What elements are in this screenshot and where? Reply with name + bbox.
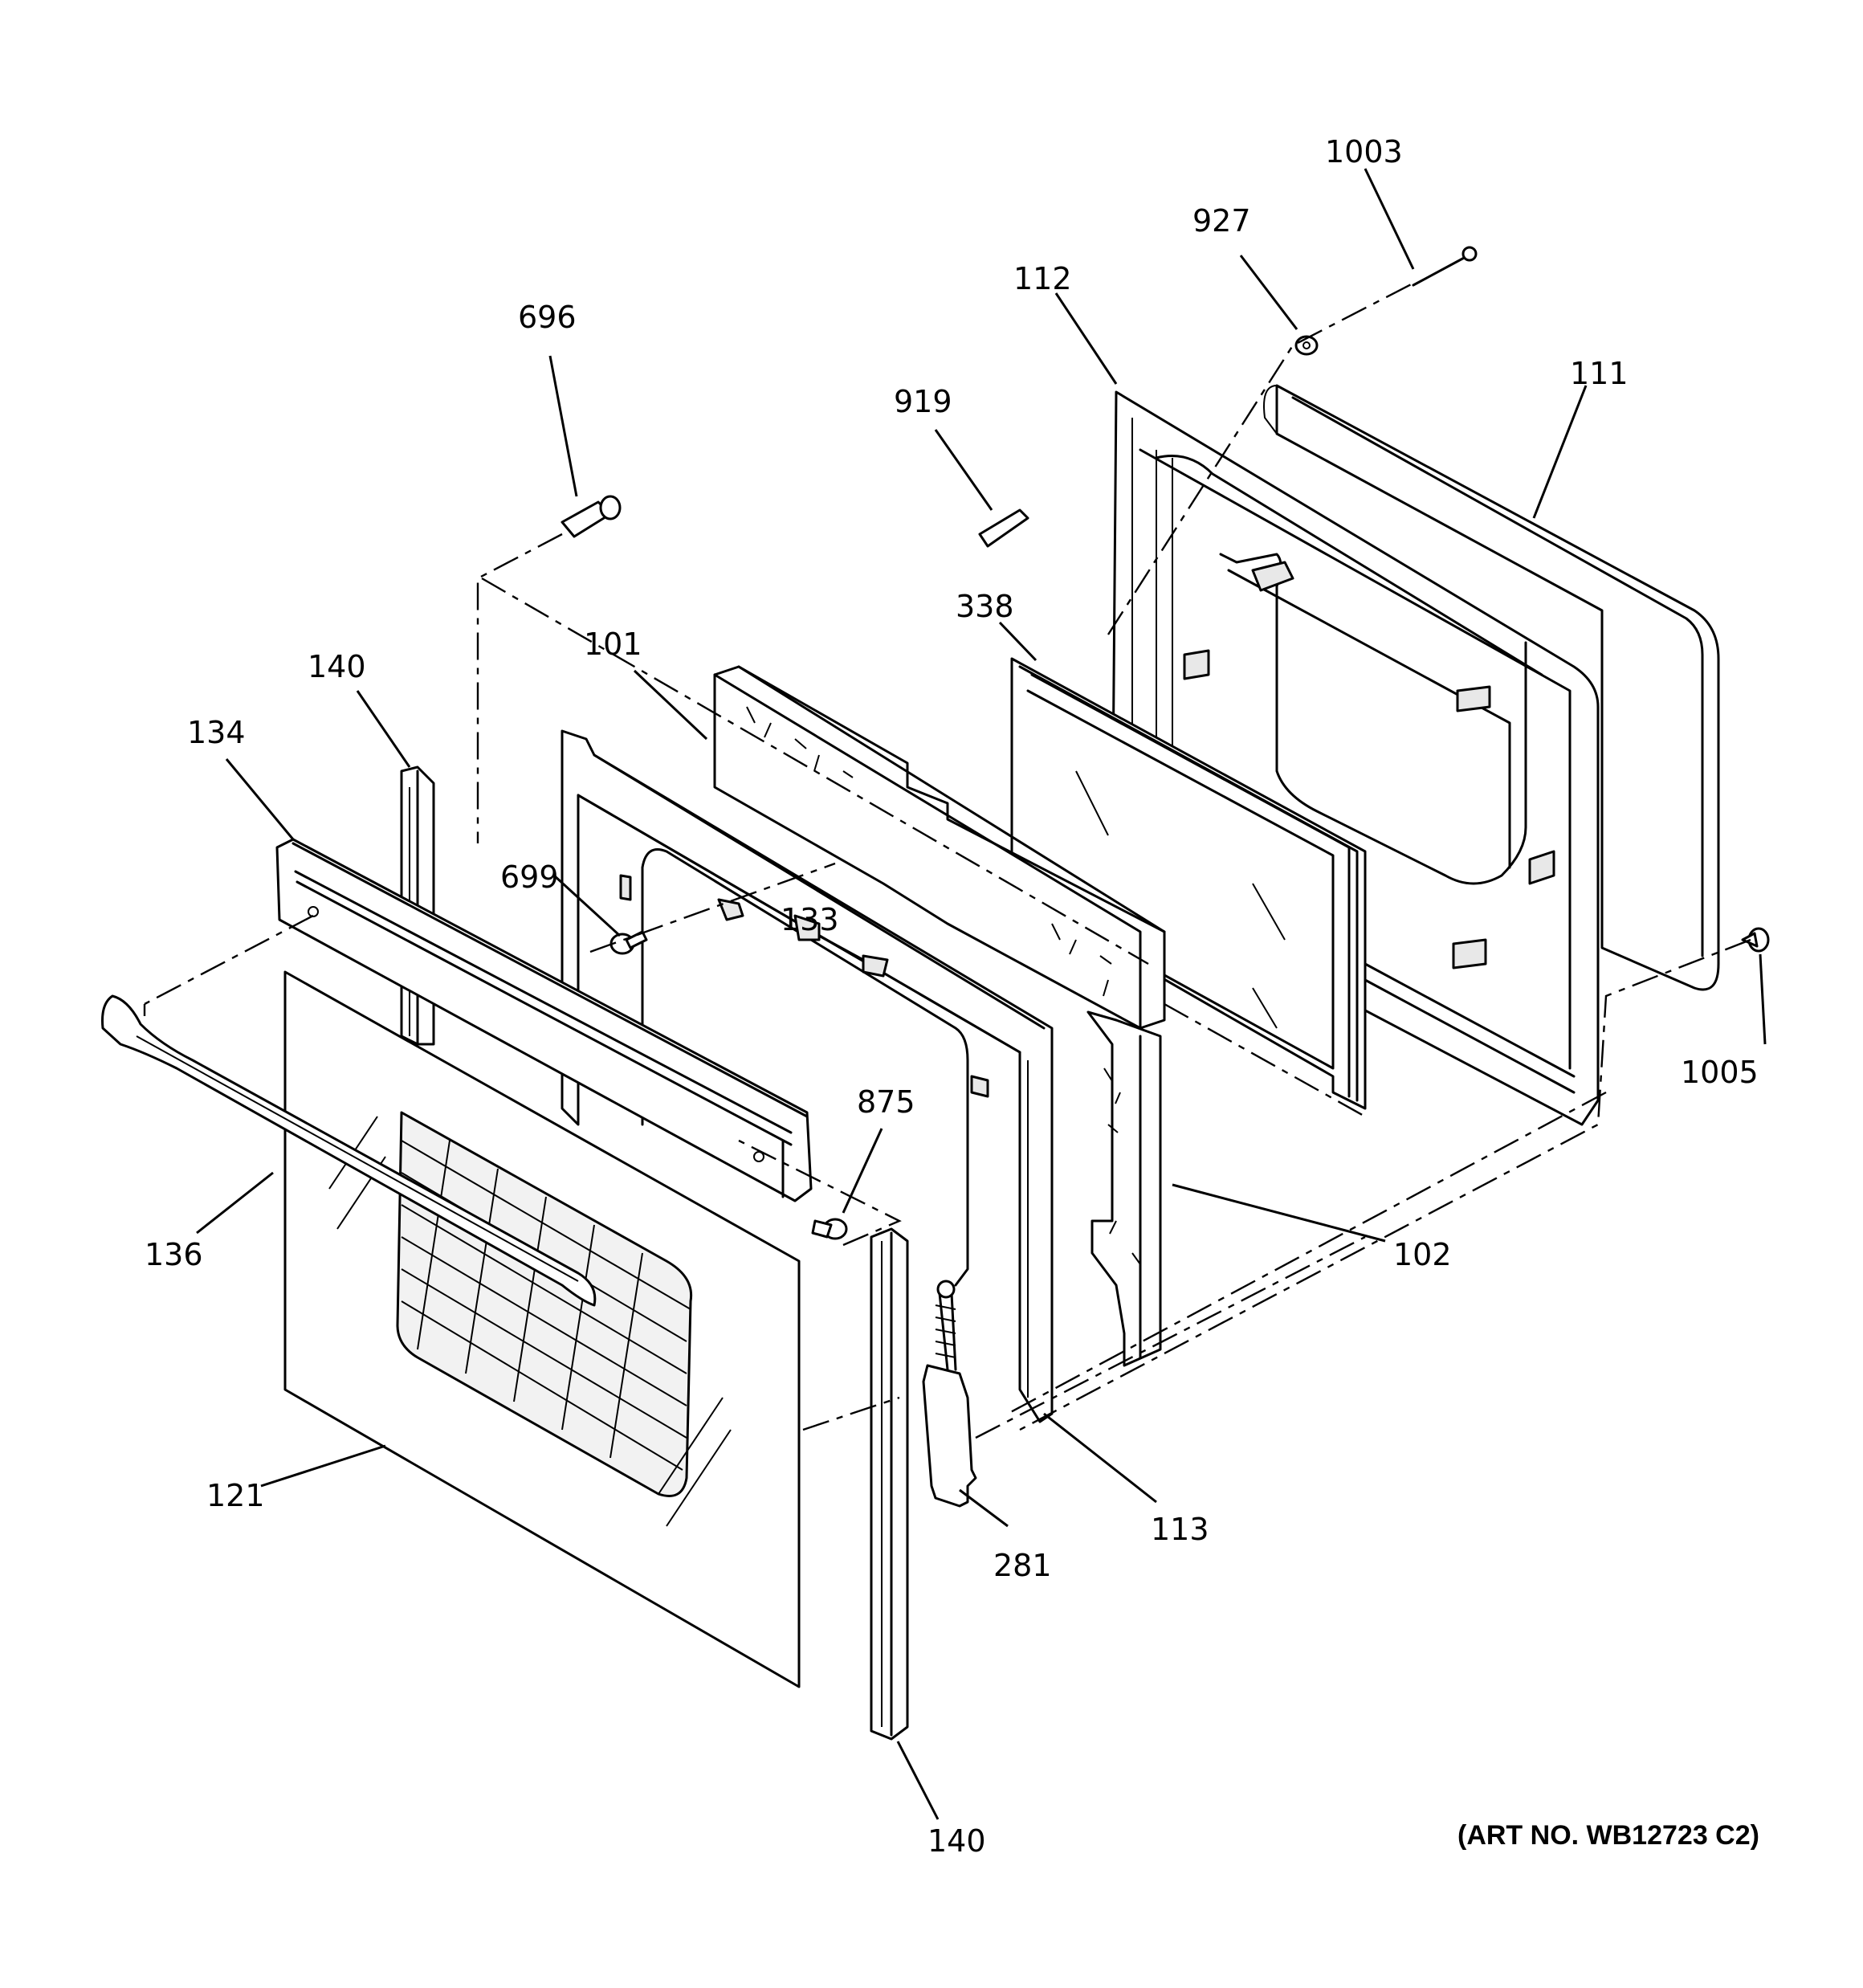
callout-1003: 1003 [1325, 134, 1403, 169]
door-hinge [922, 1280, 977, 1508]
callout-281: 281 [993, 1548, 1052, 1583]
screw-875 [811, 1218, 848, 1240]
callout-labels: 1003 927 112 111 919 696 338 101 140 134… [145, 134, 1759, 1859]
door-handle [101, 994, 597, 1307]
assembly-guide-lines [143, 280, 1751, 1439]
callout-140-upper: 140 [308, 649, 366, 684]
door-inner-liner [561, 729, 1054, 1423]
callout-101: 101 [584, 627, 642, 662]
callout-133: 133 [781, 902, 839, 937]
callout-1005: 1005 [1681, 1055, 1759, 1090]
art-number: (ART NO. WB12723 C2) [1457, 1820, 1759, 1851]
spacer-919 [978, 508, 1029, 548]
screw-1003 [1412, 246, 1478, 287]
callout-111: 111 [1570, 356, 1629, 391]
callout-134: 134 [187, 715, 246, 750]
callout-140-lower: 140 [927, 1823, 986, 1859]
callout-112: 112 [1013, 261, 1072, 296]
callout-113: 113 [1151, 1512, 1209, 1547]
callout-121: 121 [206, 1478, 265, 1513]
callout-927: 927 [1192, 203, 1251, 239]
screw-699 [609, 930, 648, 955]
callout-696: 696 [518, 300, 577, 335]
callout-875: 875 [857, 1084, 915, 1120]
callout-102: 102 [1393, 1237, 1452, 1272]
door-insulation-side [1086, 1010, 1162, 1367]
callout-leaders [196, 168, 1767, 1820]
door-vent-trim [275, 838, 813, 1202]
door-inner-gasket-frame [1263, 384, 1720, 991]
window-glass-pack [1010, 657, 1367, 1110]
callout-136: 136 [145, 1237, 203, 1272]
door-insulation-upper [713, 665, 1166, 1030]
door-side-channel-front [870, 1227, 909, 1741]
door-back-panel [1111, 390, 1600, 1126]
screw-1005 [1741, 927, 1770, 953]
screw-696 [561, 495, 622, 538]
callout-919: 919 [894, 384, 952, 419]
callout-338: 338 [956, 589, 1014, 624]
callout-699: 699 [500, 859, 559, 895]
